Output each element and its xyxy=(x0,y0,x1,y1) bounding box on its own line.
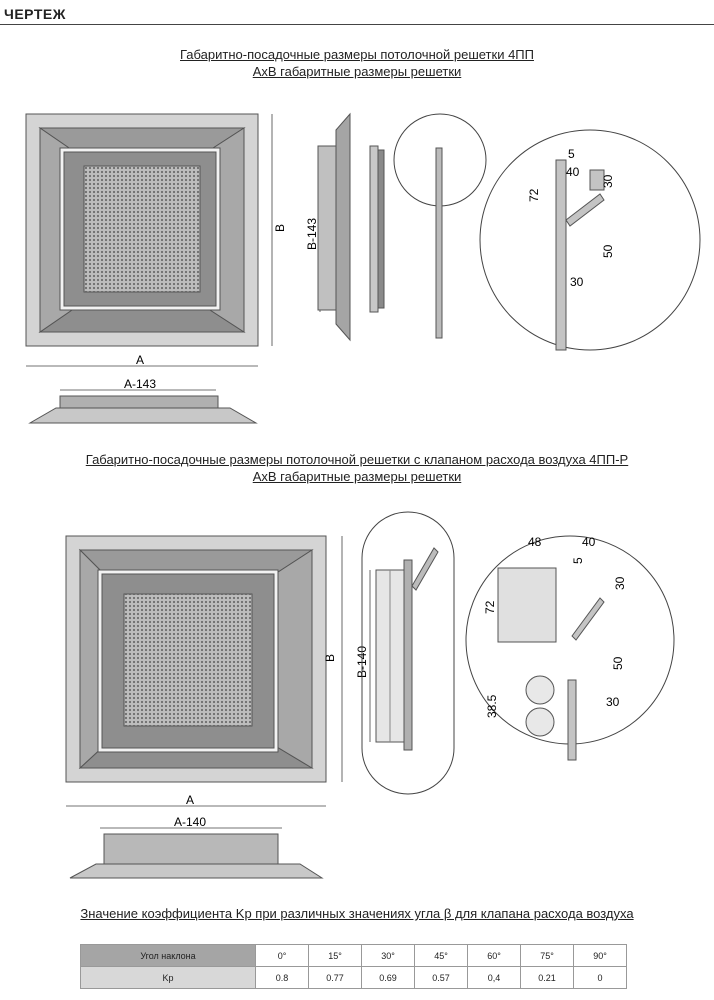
drawing-section1: A B B-143 A-143 5 40 30 72 50 30 xyxy=(25,112,701,424)
dim-48: 48 xyxy=(528,535,542,549)
section1-title-line1: Габаритно-посадочные размеры потолочной … xyxy=(180,47,534,62)
drawing-section2: A B B-140 A-140 48 40 5 30 72 50 38.5 30 xyxy=(65,511,675,879)
grille-front-view xyxy=(25,113,259,347)
valve-detail-profile xyxy=(497,567,605,761)
dim-30b-2: 30 xyxy=(606,695,620,709)
section2-title: Габаритно-посадочные размеры потолочной … xyxy=(0,451,714,485)
angle-cell: 90° xyxy=(573,944,627,967)
dimension-lines-2 xyxy=(66,536,371,829)
kr-cell: 0.77 xyxy=(308,966,362,989)
dim-a-minus: A-143 xyxy=(124,377,156,391)
dim-5-2: 5 xyxy=(571,557,585,564)
dim-a-2: A xyxy=(186,793,194,807)
section1-title-line2: АхВ габаритные размеры решетки xyxy=(252,64,462,79)
angle-cell: 75° xyxy=(520,944,574,967)
angle-cell: 0° xyxy=(255,944,309,967)
angle-cell: 60° xyxy=(467,944,521,967)
dim-72-2: 72 xyxy=(483,600,497,614)
dim-b-2: B xyxy=(323,654,337,662)
table-title: Значение коэффициента Kр при различных з… xyxy=(80,906,634,921)
detail-circle-large xyxy=(479,129,701,351)
section1-title: Габаритно-посадочные размеры потолочной … xyxy=(0,46,714,80)
kr-cell: 0.69 xyxy=(361,966,415,989)
grille-valve-front-view xyxy=(65,535,327,783)
kr-cell: 0.21 xyxy=(520,966,574,989)
dim-5: 5 xyxy=(568,147,575,161)
section2-title-line1: Габаритно-посадочные размеры потолочной … xyxy=(85,452,629,467)
dim-30a-2: 30 xyxy=(613,576,627,590)
dim-40-2: 40 xyxy=(582,535,596,549)
table-row-angle: Угол наклона 0° 15° 30° 45° 60° 75° 90° xyxy=(80,944,627,967)
angle-cell: 30° xyxy=(361,944,415,967)
valve-section-capsule xyxy=(361,511,455,795)
dim-a-minus-2: A-140 xyxy=(174,815,206,829)
grille-side-profile xyxy=(28,395,258,424)
kr-cell: 0.8 xyxy=(255,966,309,989)
angle-cell: 15° xyxy=(308,944,362,967)
dim-50-2: 50 xyxy=(611,656,625,670)
header-divider xyxy=(0,24,714,25)
kr-cell: 0,4 xyxy=(467,966,521,989)
detail-profile xyxy=(555,159,605,351)
kr-cell: 0.57 xyxy=(414,966,468,989)
section2-title-line2: АхВ габаритные размеры решетки xyxy=(252,469,462,484)
dim-385: 38.5 xyxy=(485,694,499,718)
dim-40: 40 xyxy=(566,165,580,179)
dim-50: 50 xyxy=(601,244,615,258)
dim-b-minus: B-143 xyxy=(305,218,319,250)
kr-label: Kр xyxy=(80,966,256,989)
valve-section xyxy=(375,547,439,751)
angle-label: Угол наклона xyxy=(80,944,256,967)
dim-30b: 30 xyxy=(570,275,584,289)
kr-cell: 0 xyxy=(573,966,627,989)
table-row-kr: Kр 0.8 0.77 0.69 0.57 0,4 0.21 0 xyxy=(80,966,627,989)
coefficient-table: Угол наклона 0° 15° 30° 45° 60° 75° 90° … xyxy=(80,944,627,989)
angle-cell: 45° xyxy=(414,944,468,967)
grille-section-view xyxy=(317,112,385,342)
grille-valve-side-profile xyxy=(69,833,324,879)
dim-72: 72 xyxy=(527,188,541,202)
dim-a: A xyxy=(136,353,144,367)
dim-30a: 30 xyxy=(601,174,615,188)
brand-logo: ЧЕРТЕЖ xyxy=(4,6,66,22)
dim-b: B xyxy=(273,224,287,232)
